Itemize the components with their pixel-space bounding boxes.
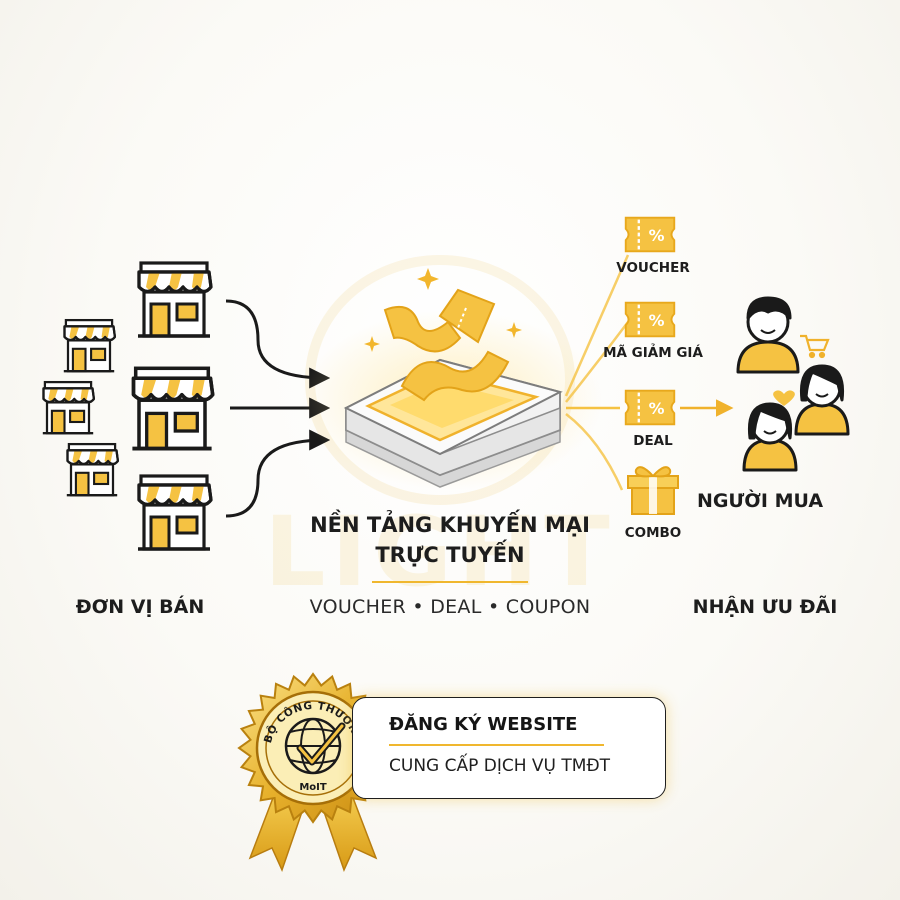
people-icon [736,296,850,472]
cart-icon [800,334,830,359]
sellers-label: ĐƠN VỊ BÁN [75,596,205,618]
store-icon-small-3 [65,442,120,497]
moit-seal-icon: BỘ CÔNG THƯƠNG MoIT [237,672,389,873]
link-voucher [564,254,630,397]
offer-label-combo: COMBO [624,525,682,541]
platform-title-line2: TRỰC TUYẾN [375,543,525,567]
buyers-caption: NHẬN ƯU ĐÃI [692,596,838,618]
store-icon-small-2 [41,380,96,435]
deal-ticket-icon [624,389,676,426]
platform-title: NỀN TẢNG KHUYẾN MẠI TRỰC TUYẾN [250,510,650,570]
heart-icon [773,390,795,406]
svg-text:LIGHT: LIGHT [264,496,616,608]
gift-icon [627,466,679,515]
offer-label-voucher: VOUCHER [616,260,690,276]
buyers-label: NGƯỜI MUA [696,490,824,512]
registration-title: ĐĂNG KÝ WEBSITE [389,714,578,735]
store-icon-small-1 [62,318,117,373]
store-icon-3 [136,474,213,551]
store-icon-1 [136,261,213,338]
link-coupon [565,321,629,403]
offer-label-coupon: MÃ GIẢM GIÁ [603,345,703,361]
offer-label-deal: DEAL [633,433,673,449]
registration-divider [389,744,604,746]
registration-subtitle: CUNG CẤP DỊCH VỤ TMĐT [389,756,611,776]
arrow-store-1 [225,299,331,389]
store-icon-2 [130,366,215,451]
platform-title-line1: NỀN TẢNG KHUYẾN MẠI [310,513,590,537]
arrow-store-3 [225,429,331,518]
voucher-ticket-icon [624,216,676,253]
link-combo [565,413,624,491]
platform-subtitle: VOUCHER • DEAL • COUPON [309,596,591,618]
coupon-ticket-icon [624,301,676,338]
seal-bottom-text: MoIT [299,782,327,793]
watermark: LIGHT [264,255,616,608]
registration-card: ĐĂNG KÝ WEBSITE CUNG CẤP DỊCH VỤ TMĐT [352,697,666,799]
platform-device-icon [302,268,602,490]
